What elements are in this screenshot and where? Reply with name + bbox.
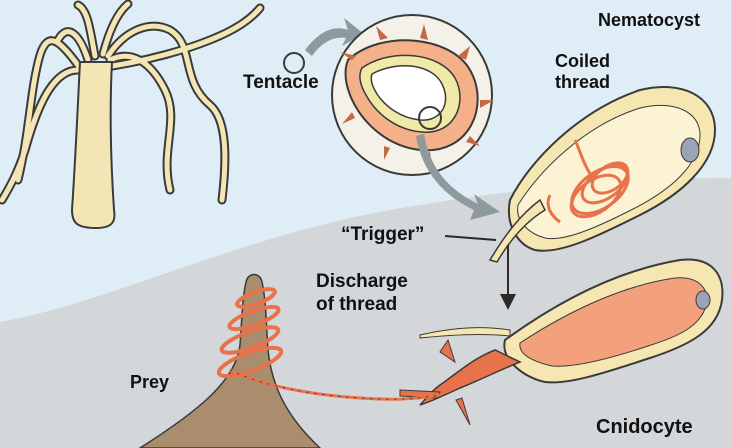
cnidocyte-label: Cnidocyte [596, 417, 693, 438]
tentacle-highlight-circle [284, 53, 304, 73]
coiled-thread-label: Coiled thread [555, 51, 610, 93]
magnified-tentacle-section [332, 15, 494, 175]
coiled-thread-line1: Coiled [555, 51, 610, 72]
tentacle-label: Tentacle [243, 72, 319, 93]
discharge-line1: Discharge [316, 270, 408, 293]
hydra-body [2, 4, 260, 228]
coiled-thread-line2: thread [555, 72, 610, 93]
discharge-of-thread-label: Discharge of thread [316, 270, 408, 316]
discharge-line2: of thread [316, 293, 408, 316]
prey-label: Prey [130, 372, 169, 393]
trigger-label: “Trigger” [341, 224, 424, 245]
nematocyst-label: Nematocyst [598, 10, 700, 31]
